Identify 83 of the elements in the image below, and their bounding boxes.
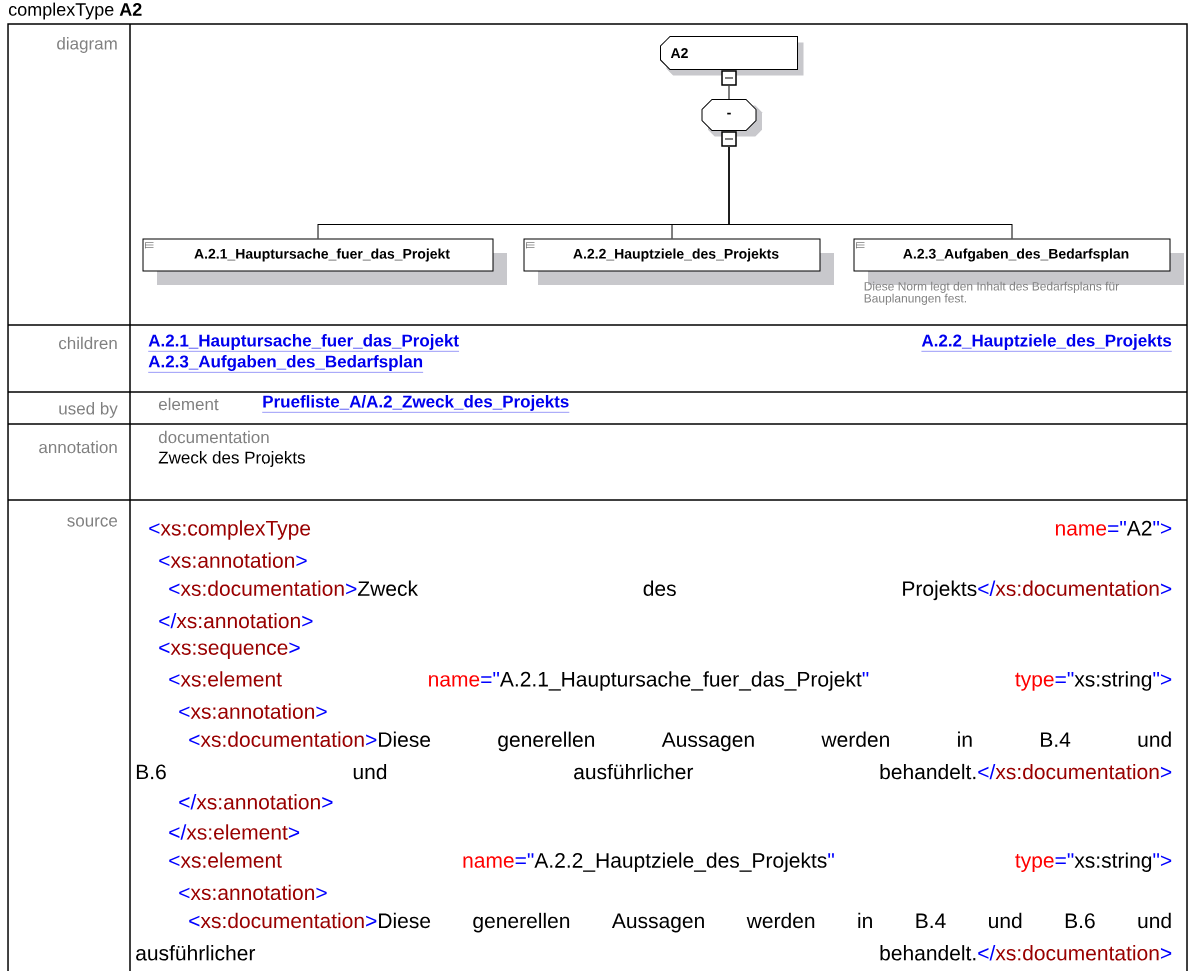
code-line: <xs:annotation> [159,552,307,568]
connector [728,85,730,100]
link: Pruefliste_A/A.2_Zweck_des_Projekts [262,395,570,413]
label: xs:documentation [200,912,364,929]
code-line: <xs:annotation> [179,703,327,719]
label: </ [978,945,996,961]
label: ausführlicher behandelt. [136,945,976,961]
code-line: </xs:annotation> [179,794,333,810]
label: > [1160,766,1172,778]
label: < [189,734,200,746]
label: Diese generellen Aussagen werden in B.4 und [379,731,1171,752]
label: =" [1108,520,1126,532]
label: type [1015,854,1054,872]
element-box: A.2.1_Hauptursache_fuer_das_Projekt [142,238,507,285]
code-line: </xs:annotation> [159,612,313,629]
page-title: complexType A2 [9,2,142,20]
code-line: <xs:annotation> [179,884,327,901]
label: xs:string [1074,671,1152,691]
label: A.2.1_Hauptursache_fuer_das_Projekt [499,671,862,691]
label: " [862,671,869,677]
code-line: <xs:documentation>Diese generellen Aussagen werden in B.4 und [189,731,1171,752]
label: < [169,855,180,867]
label: </ [978,580,996,597]
label: "> [1153,671,1172,685]
label: xs:string [1074,852,1152,872]
row-header: annotation [39,440,117,454]
label: </ [978,763,996,780]
label: > [366,734,377,746]
annotation-text: Zweck des Projekts [158,451,305,467]
code-line: </xs:element> [169,824,300,840]
label: xs:documentation [995,763,1159,780]
code-line: <xs:element name="A.2.2_Hauptziele_des_Projekts" type="xs:string"> [169,852,1172,872]
code-line: <xs:documentation>Diese generellen Aussagen werden in B.4 und B.6 und [189,912,1171,933]
label: xs:documentation [180,580,344,597]
label: > [1160,583,1172,595]
row-header: source [67,517,118,527]
label: > [346,583,357,595]
label: xs:element [180,852,282,868]
row-header: used by [59,402,118,418]
label: " [828,853,834,858]
link: A.2.1_Hauptursache_fuer_das_Projekt [148,334,460,352]
label: < [189,915,200,927]
label: < [169,583,180,595]
label: =" [1055,853,1074,865]
element-box: A2 [660,36,804,86]
label: xs:documentation [995,945,1159,961]
label: "> [1153,520,1172,534]
label: Zweck des Projekts [357,580,977,601]
label: name [429,675,480,687]
label: xs:documentation [200,731,364,748]
label: =" [515,853,534,865]
code-line: B.6 und ausführlicher behandelt.</xs:documentation> [136,763,1172,780]
code-line: ausführlicher behandelt.</xs:documentation> [136,945,1172,961]
row-header: children [59,336,117,350]
label: =" [1055,671,1074,683]
label: type [1015,672,1054,691]
code-line: <xs:element name="A.2.1_Hauptursache_fuer_das_Projekt" type="xs:string"> [169,671,1172,691]
sequence-box: - [701,99,762,147]
label: < [169,674,180,685]
label: Diese generellen Aussagen werden in B.4 und B.6 und [379,912,1171,933]
code-line: <xs:complexType name="A2"> [149,520,1172,540]
code-line: <xs:sequence> [159,642,300,660]
label: xs:documentation [995,580,1159,597]
label: xs:element [180,671,282,687]
label: name [1055,524,1107,536]
label: "> [1153,853,1172,867]
label: A2 [1126,520,1152,536]
label: name [463,856,514,868]
label: B.6 und ausführlicher behandelt. [136,763,976,780]
field-label: element [158,397,219,411]
label: < [149,523,160,534]
field-label: documentation [158,430,269,444]
label: xs:complexType [160,520,311,540]
label: A.2.2_Hauptziele_des_Projekts [534,852,827,872]
code-line: <xs:documentation>Zweck des Projekts</xs:documentation> [169,580,1172,601]
label: =" [481,671,499,683]
row-header: diagram [57,37,117,53]
label: > [1160,948,1172,959]
label: > [366,915,377,927]
link: A.2.2_Hauptziele_des_Projekts [921,334,1172,352]
link: A.2.3_Aufgaben_des_Bedarfsplan [148,355,424,373]
connector [728,146,1013,239]
element-box: A.2.2_Hauptziele_des_Projekts [523,238,834,285]
